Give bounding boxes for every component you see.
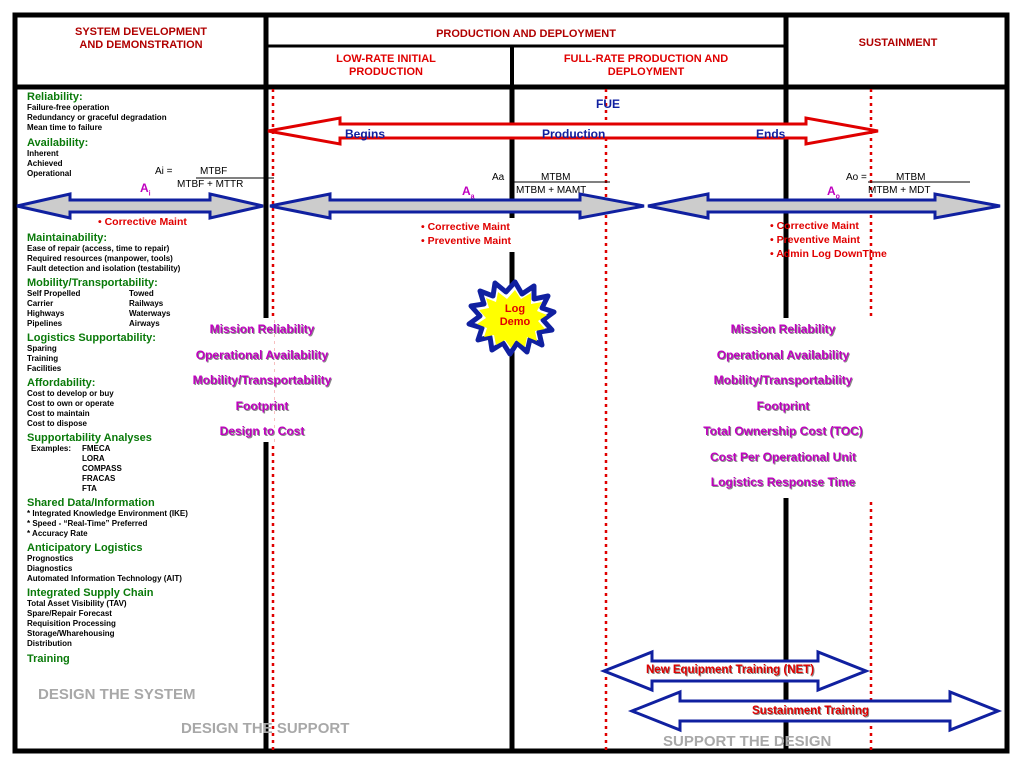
anticipatory-items: Prognostics Diagnostics Automated Inform… (27, 554, 182, 583)
reliability-items: Failure-free operation Redundancy or gra… (27, 103, 167, 132)
header-sustainment: SUSTAINMENT (858, 37, 938, 49)
logistics-items: Sparing Training Facilities (27, 344, 62, 373)
availability-arrow-sust (647, 192, 1001, 220)
availability-arrow-lrip (269, 192, 645, 220)
logistics-title: Logistics Supportability: (27, 332, 156, 344)
production-ends-label: Ends (756, 127, 786, 141)
analyses-items: Examples: FMECA LORA COMPASS FRACAS FTA (31, 444, 122, 493)
training-title: Training (27, 653, 70, 665)
analyses-title: Supportability Analyses (27, 432, 152, 444)
header-production-deployment: PRODUCTION AND DEPLOYMENT (436, 28, 616, 40)
net-training-arrow (599, 649, 871, 693)
affordability-items: Cost to develop or buy Cost to own or op… (27, 389, 115, 428)
ao-denominator: MTBM + MDT (868, 185, 931, 196)
mission-list-left: Mission Reliability Operational Availabi… (192, 322, 332, 438)
production-begins-label: Begins (345, 127, 386, 141)
maint-list-lrip: • Corrective Maint • Preventive Maint (421, 221, 512, 247)
maint-list-sustainment: • Corrective Maint • Preventive Maint • … (770, 220, 887, 260)
mission-list-right: Mission Reliability Operational Availabi… (703, 322, 863, 489)
mobility-title: Mobility/Transportability: (27, 277, 158, 289)
shared-items: * Integrated Knowledge Environment (IKE)… (27, 509, 188, 538)
header-lrip: LOW-RATE INITIAL PRODUCTION (336, 53, 436, 78)
anticipatory-title: Anticipatory Logistics (27, 542, 143, 554)
footer-design-support: DESIGN THE SUPPORT (181, 720, 350, 737)
aa-numerator: MTBM (541, 172, 571, 183)
ao-symbol: Ao (827, 184, 840, 201)
reliability-title: Reliability: (27, 91, 83, 103)
sustainment-training-label: Sustainment Training (752, 705, 869, 717)
footer-support-design: SUPPORT THE DESIGN (663, 733, 832, 750)
aa-denominator: MTBM + MAMT (516, 185, 587, 196)
log-demo-label: Log Demo (499, 303, 531, 328)
left-panel-lower: Maintainability: Ease of repair (access,… (27, 232, 263, 665)
aa-symbol: Aa (462, 184, 475, 201)
availability-items: Inherent Achieved Operational (27, 149, 72, 178)
maintainability-title: Maintainability: (27, 232, 108, 244)
maint-list-sdd: • Corrective Maint (98, 216, 187, 228)
header-frp: FULL-RATE PRODUCTION AND DEPLOYMENT (563, 53, 729, 78)
footer-design-system: DESIGN THE SYSTEM (38, 686, 196, 703)
sustainment-training-arrow (627, 689, 1003, 733)
production-double-arrow (267, 116, 879, 146)
maintainability-items: Ease of repair (access, time to repair) … (27, 244, 181, 273)
production-label: Production (542, 127, 606, 141)
net-training-label: New Equipment Training (NET) (646, 664, 815, 676)
supply-title: Integrated Supply Chain (27, 587, 154, 599)
ao-numerator: MTBM (896, 172, 926, 183)
availability-title: Availability: (27, 137, 89, 149)
left-panel: Reliability: Failure-free operation Redu… (27, 91, 263, 179)
ai-symbol: Ai (140, 181, 151, 198)
ai-denominator: MTBF + MTTR (177, 179, 244, 190)
shared-title: Shared Data/Information (27, 497, 155, 509)
availability-arrow-sdd (16, 192, 264, 220)
aa-lhs: Aa (492, 172, 505, 183)
header-sdd: SYSTEM DEVELOPMENT AND DEMONSTRATION (74, 26, 208, 51)
supply-items: Total Asset Visibility (TAV) Spare/Repai… (27, 599, 127, 648)
ao-lhs: Ao = (846, 172, 867, 183)
ai-lhs: Ai = (155, 166, 173, 177)
fue-label: FUE (596, 97, 620, 111)
affordability-title: Affordability: (27, 377, 96, 389)
ai-numerator: MTBF (200, 166, 228, 177)
